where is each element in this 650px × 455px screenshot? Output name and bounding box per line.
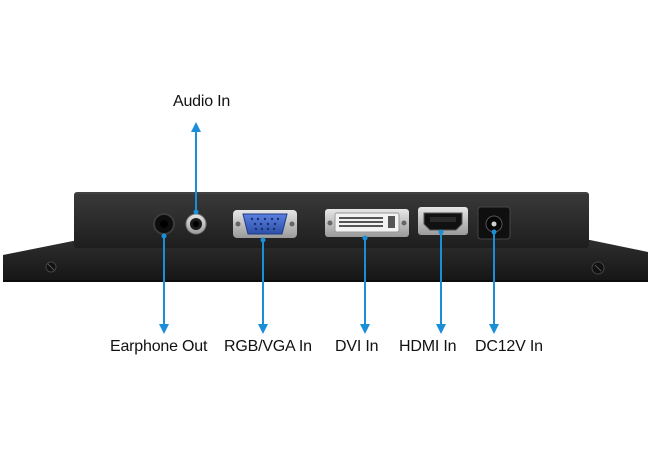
audio-in-port <box>185 213 207 235</box>
arrow-audio-in <box>191 122 201 215</box>
arrow-dc12v-in <box>489 229 499 334</box>
screw-left <box>45 261 57 273</box>
arrow-rgb-vga-in <box>258 237 268 334</box>
label-rgb-vga-in: RGB/VGA In <box>224 338 312 355</box>
vga-port <box>233 210 297 238</box>
arrow-hdmi-in <box>436 229 446 334</box>
hdmi-port <box>418 207 468 235</box>
screw-right <box>591 261 605 275</box>
label-earphone-out: Earphone Out <box>110 338 208 355</box>
label-dc12v-in: DC12V In <box>475 338 543 355</box>
callout-arrows <box>159 122 499 334</box>
earphone-out-port <box>153 213 175 235</box>
label-dvi-in: DVI In <box>335 338 379 355</box>
label-audio-in: Audio In <box>173 93 231 110</box>
dvi-port <box>325 209 409 237</box>
label-hdmi-in: HDMI In <box>399 338 457 355</box>
arrow-dvi-in <box>360 235 370 334</box>
arrow-earphone-out <box>159 233 169 334</box>
